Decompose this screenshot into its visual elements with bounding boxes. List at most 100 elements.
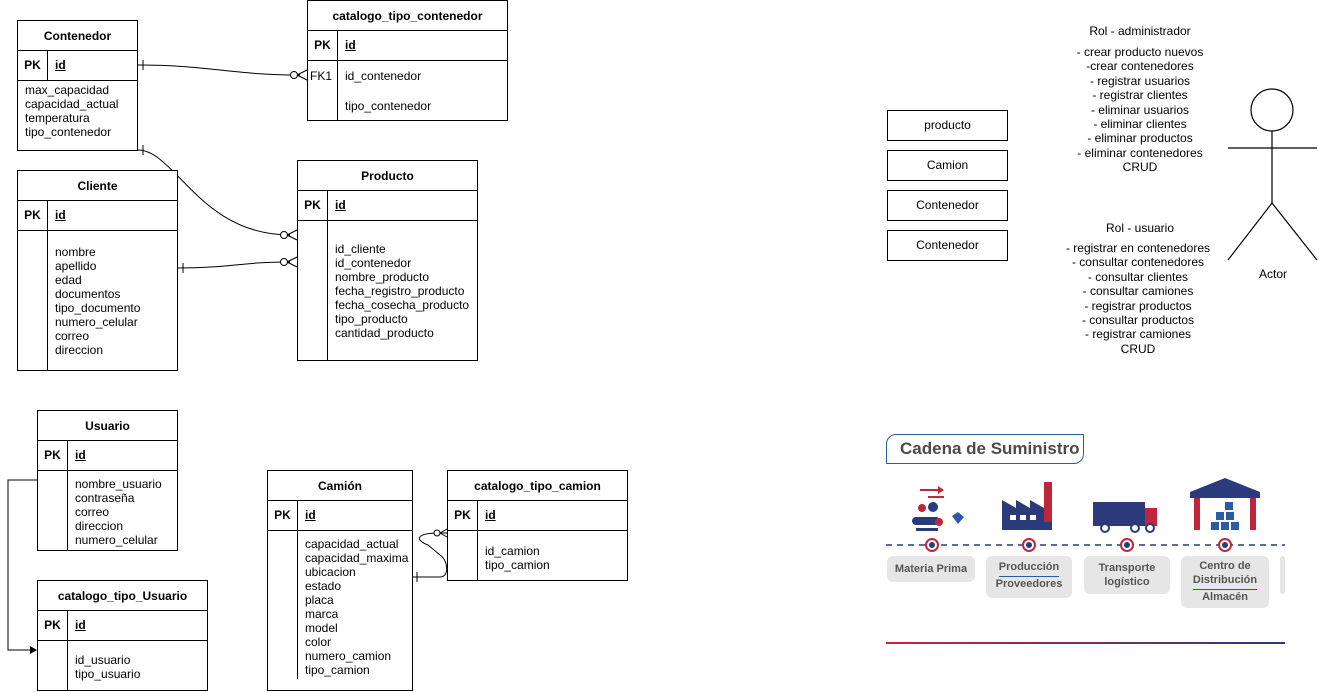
field: numero_celular (75, 533, 158, 547)
role-item: - eliminar clientes (1093, 117, 1187, 132)
pk-field: id (305, 508, 316, 522)
role-admin-title: Rol - administrador (1089, 24, 1191, 38)
timeline-node (925, 538, 939, 552)
supply-chain-title: Cadena de Suministro (886, 434, 1084, 464)
field: nombre (55, 245, 96, 259)
table-cliente: Cliente PK id nombre apellido edad docume… (17, 170, 178, 371)
table-title: Cliente (18, 171, 177, 201)
stage-transporte: Transporte logístico (1084, 556, 1170, 594)
field: numero_camion (305, 649, 392, 663)
field: id_usuario (75, 653, 131, 667)
warehouse-icon (1190, 478, 1260, 530)
stage-produccion: Producción Proveedores (986, 556, 1072, 598)
role-usuario-title: Rol - usuario (1105, 221, 1175, 235)
timeline-node (1120, 538, 1134, 552)
rel-cliente-producto (177, 261, 291, 269)
table-title: Producto (298, 161, 477, 191)
table-title: Usuario (38, 411, 177, 441)
pk-field: id (345, 38, 356, 52)
role-item: - registrar clientes (1092, 88, 1188, 103)
role-item: - crear producto nuevos (1076, 45, 1204, 59)
pk-label: PK (308, 31, 338, 60)
field: cantidad_producto (335, 326, 434, 340)
stage-sublabel: Almacén (1202, 591, 1248, 603)
rel-contenedor-catalogo (137, 64, 301, 76)
role-item: - eliminar usuarios (1090, 102, 1190, 117)
field: tipo_camion (305, 663, 370, 677)
field: nombre_usuario (75, 477, 162, 491)
role-item: CRUD (1120, 341, 1156, 356)
field: ubicacion (305, 565, 356, 579)
pk-label: PK (268, 501, 298, 530)
role-item: - registrar usuarios (1089, 73, 1191, 88)
role-item: - eliminar productos (1087, 131, 1193, 146)
pk-field: id (55, 58, 66, 72)
timeline-node (1022, 538, 1036, 552)
stage-label: Materia Prima (894, 563, 968, 575)
actor-icon (1227, 88, 1318, 261)
field: fecha_registro_producto (335, 284, 465, 298)
role-item: - consultar clientes (1087, 269, 1189, 284)
field: tipo_usuario (75, 667, 141, 681)
field: estado (305, 579, 342, 593)
field: capacidad_maxima (305, 551, 409, 565)
field: placa (305, 593, 334, 607)
pk-field: id (485, 508, 496, 522)
table-title: catalogo_tipo_Usuario (38, 581, 207, 611)
field: marca (305, 607, 339, 621)
table-title: Contenedor (18, 21, 137, 51)
role-item: - registrar productos (1084, 298, 1192, 313)
pk-label: PK (448, 501, 478, 530)
field: id_camion (485, 544, 540, 558)
field: edad (55, 273, 82, 287)
pk-label: PK (18, 201, 48, 230)
field: id_cliente (335, 242, 386, 256)
field: numero_celular (55, 315, 138, 329)
rel-contenedor-producto (137, 149, 291, 236)
bottom-rule (886, 642, 1285, 644)
field: capacidad_actual (305, 537, 399, 551)
table-title: catalogo_tipo_contenedor (308, 1, 507, 31)
field: documentos (55, 287, 121, 301)
entity-box-contenedor-2: Contenedor (887, 230, 1008, 261)
entity-box-contenedor: Contenedor (887, 190, 1008, 221)
role-item: - consultar contenedores (1071, 255, 1205, 270)
rel-camion-catalogo (412, 532, 448, 578)
fk-label: FK1 (310, 69, 333, 83)
field: id_contenedor (335, 256, 412, 270)
field: max_capacidad (25, 83, 110, 97)
raw-material-icon (912, 486, 964, 531)
field: direccion (75, 519, 124, 533)
field: fecha_cosecha_producto (335, 298, 470, 312)
pk-field: id (75, 448, 86, 462)
stage-cropped (1280, 556, 1285, 594)
role-item: - registrar camiones (1084, 327, 1192, 342)
field: apellido (55, 259, 97, 273)
field: id_contenedor (345, 69, 422, 83)
pk-field: id (55, 208, 66, 222)
rel-usuario-catalogo (7, 479, 37, 651)
pk-field: id (335, 198, 346, 212)
field: correo (55, 329, 90, 343)
factory-icon (1002, 482, 1052, 530)
role-admin-list: - crear producto nuevos -crear contenedo… (1060, 45, 1220, 175)
role-item: - consultar productos (1081, 313, 1195, 328)
table-title: Camión (268, 471, 412, 501)
stage-label: Centro de (1199, 560, 1251, 572)
stage-centro-distribucion: Centro de Distribución Almacén (1181, 556, 1269, 608)
stage-label-2: Distribución (1192, 573, 1258, 590)
field: temperatura (25, 111, 90, 125)
entity-box-producto: producto (887, 110, 1008, 141)
role-item: - eliminar contenedores (1077, 145, 1203, 160)
field: tipo_documento (55, 301, 141, 315)
entity-box-camion: Camion (887, 150, 1008, 181)
role-item: - registrar en contenedores (1065, 241, 1211, 255)
role-usuario-list: - registrar en contenedores - consultar … (1058, 241, 1218, 356)
table-camion: Camión PK id capacidad_actual capacidad_m… (267, 470, 413, 691)
table-catalogo-tipo-contenedor: catalogo_tipo_contenedor PK id FK1 id_con… (307, 0, 508, 121)
